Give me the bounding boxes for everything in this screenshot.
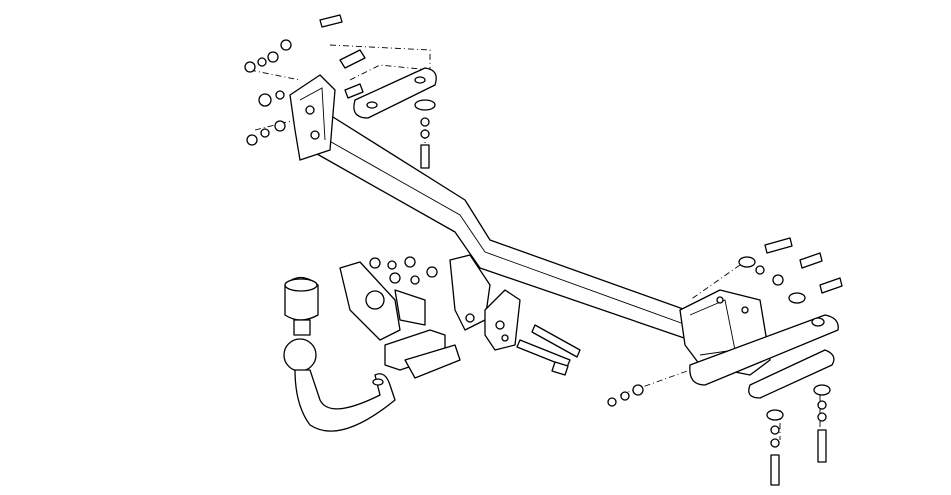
- left-spacer-plate: [353, 67, 437, 119]
- socket-mounting-plate: [339, 256, 438, 341]
- assembly-guide-lines: [249, 44, 821, 440]
- center-bolts: [516, 324, 581, 376]
- center-brackets: [449, 254, 521, 351]
- clamp-blocks: [384, 329, 461, 379]
- right-fasteners: [607, 237, 843, 486]
- tow-ball-neck: [283, 276, 396, 432]
- right-spacer-plate: [689, 314, 839, 399]
- left-fasteners: [244, 14, 436, 169]
- left-bracket: [289, 74, 336, 161]
